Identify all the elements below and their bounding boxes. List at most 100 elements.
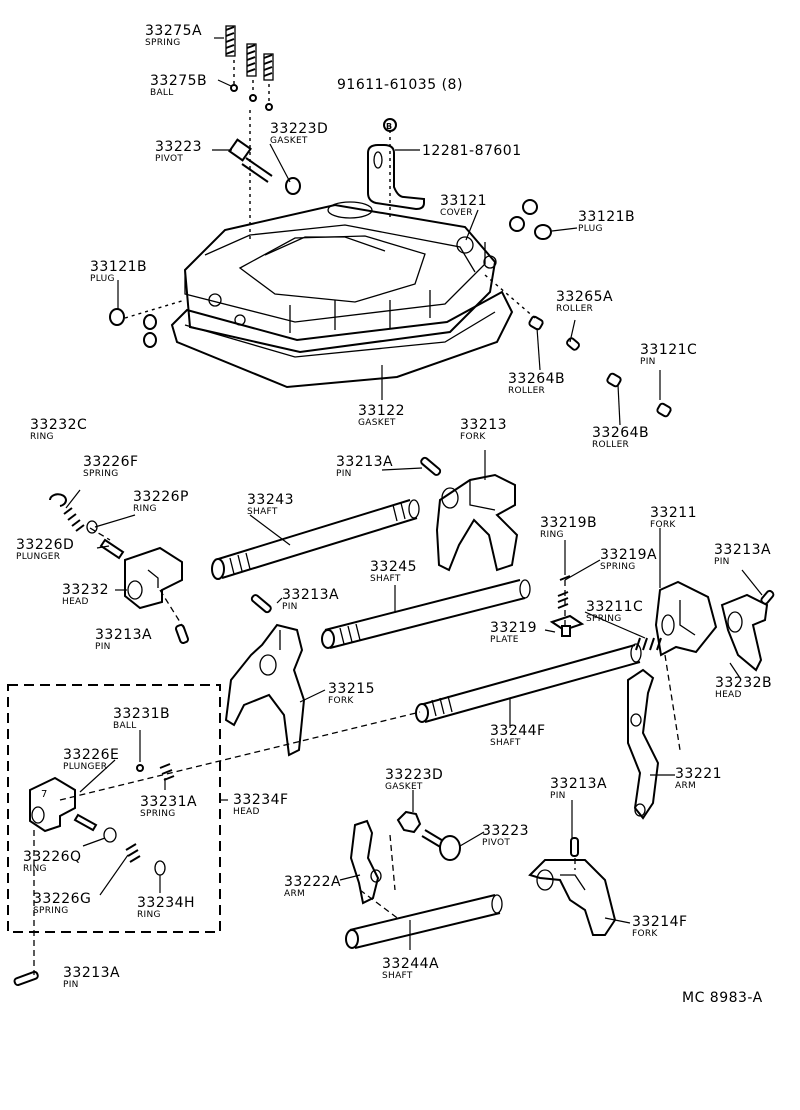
gasket-33223d-lower [396,810,422,834]
callout-description: SHAFT [247,507,278,517]
callout-number: 33213A [714,542,772,558]
gasket-33122 [170,290,514,389]
callout-number: 33223 [155,139,203,155]
callout-number: 33215 [328,681,376,697]
pivot-33223-top [228,138,273,183]
ring-33226q [103,827,117,843]
callout-description: FORK [632,929,658,939]
callout-number: 33219A [600,547,658,563]
callout-description: ARM [675,781,697,791]
callout-number: 33219 [490,620,538,636]
callout-description: GASKET [358,418,396,428]
ring-33232c [49,493,67,507]
callout-description: RING [30,432,54,442]
plunger-33226e [73,813,98,832]
callout-number: 33231B [113,706,171,722]
callout-description: RING [23,864,47,874]
spring-33219a [557,591,569,609]
callout-number: 33232C [30,417,88,433]
ring-33234h [154,860,166,876]
callout-description: ROLLER [556,304,594,314]
callout-number: 33226D [16,537,75,553]
shaft-33244a [345,894,503,949]
callout-description: SPRING [586,614,622,624]
spring-33275a-group [225,25,274,81]
callout-91611: 91611-61035 (8) [337,78,463,93]
pin-33213a-a [420,456,442,476]
alignment-lines [33,60,681,975]
callout-number: 33245 [370,559,418,575]
callout-number: 33213A [336,454,394,470]
callout-description: PLUG [90,274,115,284]
callout-description: GASKET [385,782,423,792]
callout-number: 33226E [63,747,120,763]
plug-left [109,308,125,326]
callout-number: 33213A [550,776,608,792]
callout-number: 33223D [270,121,329,137]
callout-description: PLUG [578,224,603,234]
callout-number: 33213 [460,417,508,433]
leader-lines [65,37,763,950]
callout-description: SPRING [83,469,119,479]
callout-number: 33226P [133,489,189,505]
callout-number: 33244A [382,956,440,972]
spring-33231a [159,763,175,781]
callout-number: 33211 [650,505,698,521]
callout-description: PIN [63,980,79,990]
callout-number: 33121B [90,259,148,275]
callout-description: PIN [336,469,352,479]
head-33232 [124,546,183,610]
callout-number: 33213A [63,965,121,981]
diagram-code: MC 8983-A [682,990,763,1006]
roller-33264b-a [528,315,544,331]
callout-description: PLATE [490,635,519,645]
callout-number: 33121B [578,209,636,225]
callout-number: 33121C [640,342,698,358]
head-33234f: 7 [29,776,76,833]
roller-33265a [566,337,580,351]
callout-description: SPRING [140,809,176,819]
callout-number: 33121 [440,193,488,209]
spring-33226f [63,507,85,532]
pin-33213a-lower [570,837,579,857]
callout-description: HEAD [715,690,742,700]
callout-number: 33211C [586,599,644,615]
bolt-marker-label: B [386,122,392,131]
callout-description: PLUNGER [63,762,108,772]
callout-description: PIN [282,602,298,612]
fork-33211 [654,580,718,657]
pin-33213a-bottom [13,970,39,987]
callout-number: 33275A [145,23,203,39]
pin-33121c [656,402,672,418]
callout-number: 33264B [592,425,650,441]
callout-description: ROLLER [592,440,630,450]
callout-description: ROLLER [508,386,546,396]
callout-number: 33222A [284,874,342,890]
arm-33222a [349,819,382,905]
